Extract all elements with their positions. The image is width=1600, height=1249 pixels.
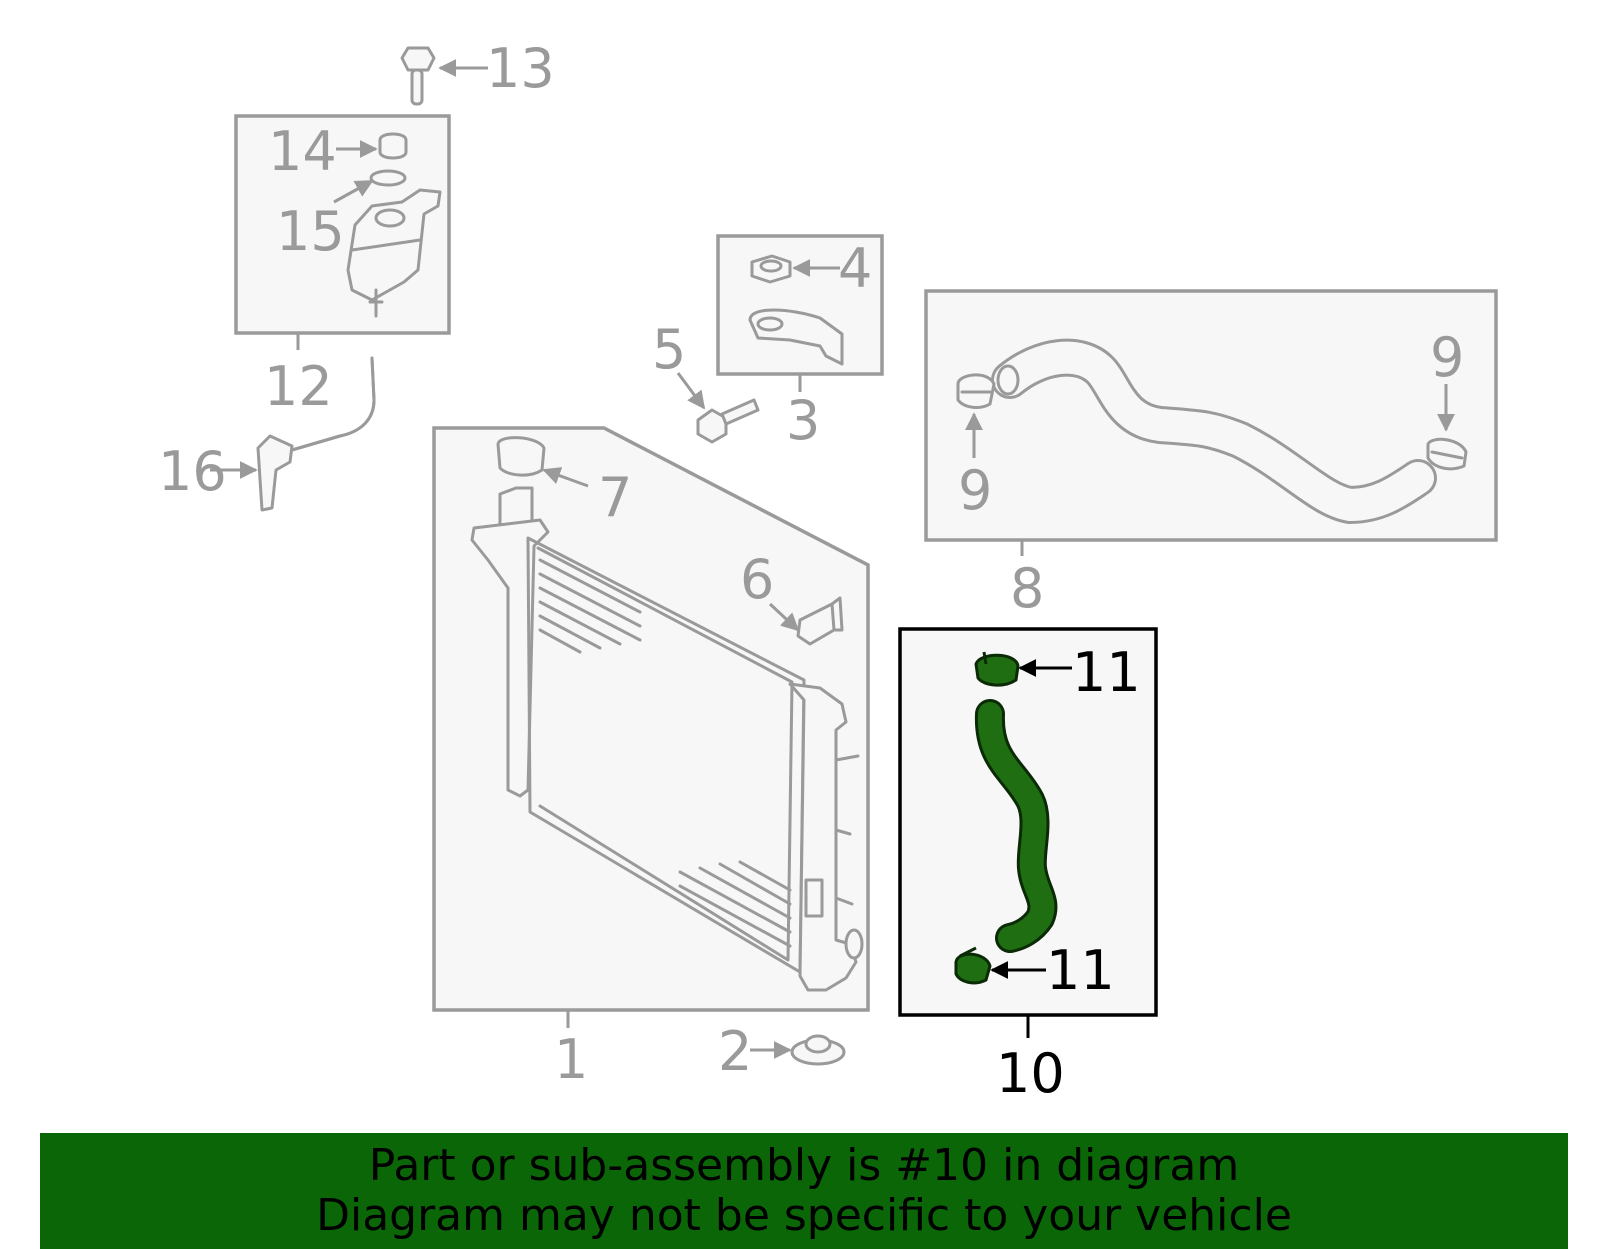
bolt-5 [676, 372, 760, 444]
hose-clamp-9-right [1426, 384, 1468, 471]
label-14: 14 [268, 120, 337, 183]
label-10: 10 [996, 1042, 1065, 1105]
hose-clamp-9-left [956, 373, 996, 458]
label-8: 8 [1010, 557, 1044, 620]
banner-line-1: Part or sub-assembly is #10 in diagram [368, 1140, 1240, 1191]
label-15: 15 [276, 200, 345, 263]
label-11-bottom: 11 [1046, 939, 1115, 1002]
overflow-hose-16 [210, 356, 376, 512]
label-9-right: 9 [1430, 326, 1464, 389]
upper-radiator-hose [991, 338, 1437, 525]
banner-line-2: Diagram may not be specific to your vehi… [316, 1190, 1292, 1241]
label-2: 2 [718, 1020, 752, 1083]
hose-clamp-11-top [974, 651, 1072, 687]
radiator-box-1 [432, 426, 870, 1012]
label-5: 5 [652, 318, 686, 381]
coolant-reservoir [346, 132, 442, 318]
label-16: 16 [158, 440, 227, 503]
label-1: 1 [554, 1028, 588, 1091]
label-12: 12 [264, 355, 333, 418]
drain-plug-6 [768, 596, 844, 646]
lower-radiator-hose-highlighted [974, 699, 1058, 953]
bracket-3 [748, 254, 844, 366]
bolt-13 [400, 46, 488, 106]
label-3: 3 [786, 389, 820, 452]
label-6: 6 [740, 548, 774, 611]
mount-2 [750, 1034, 846, 1066]
label-7: 7 [598, 466, 632, 529]
info-banner: Part or sub-assembly is #10 in diagram D… [40, 1133, 1568, 1249]
label-4: 4 [838, 237, 872, 300]
hose-clamp-11-bottom [954, 946, 1046, 985]
label-9-left: 9 [958, 459, 992, 522]
radiator [470, 436, 864, 992]
label-13: 13 [486, 37, 555, 100]
label-11-top: 11 [1072, 641, 1141, 704]
